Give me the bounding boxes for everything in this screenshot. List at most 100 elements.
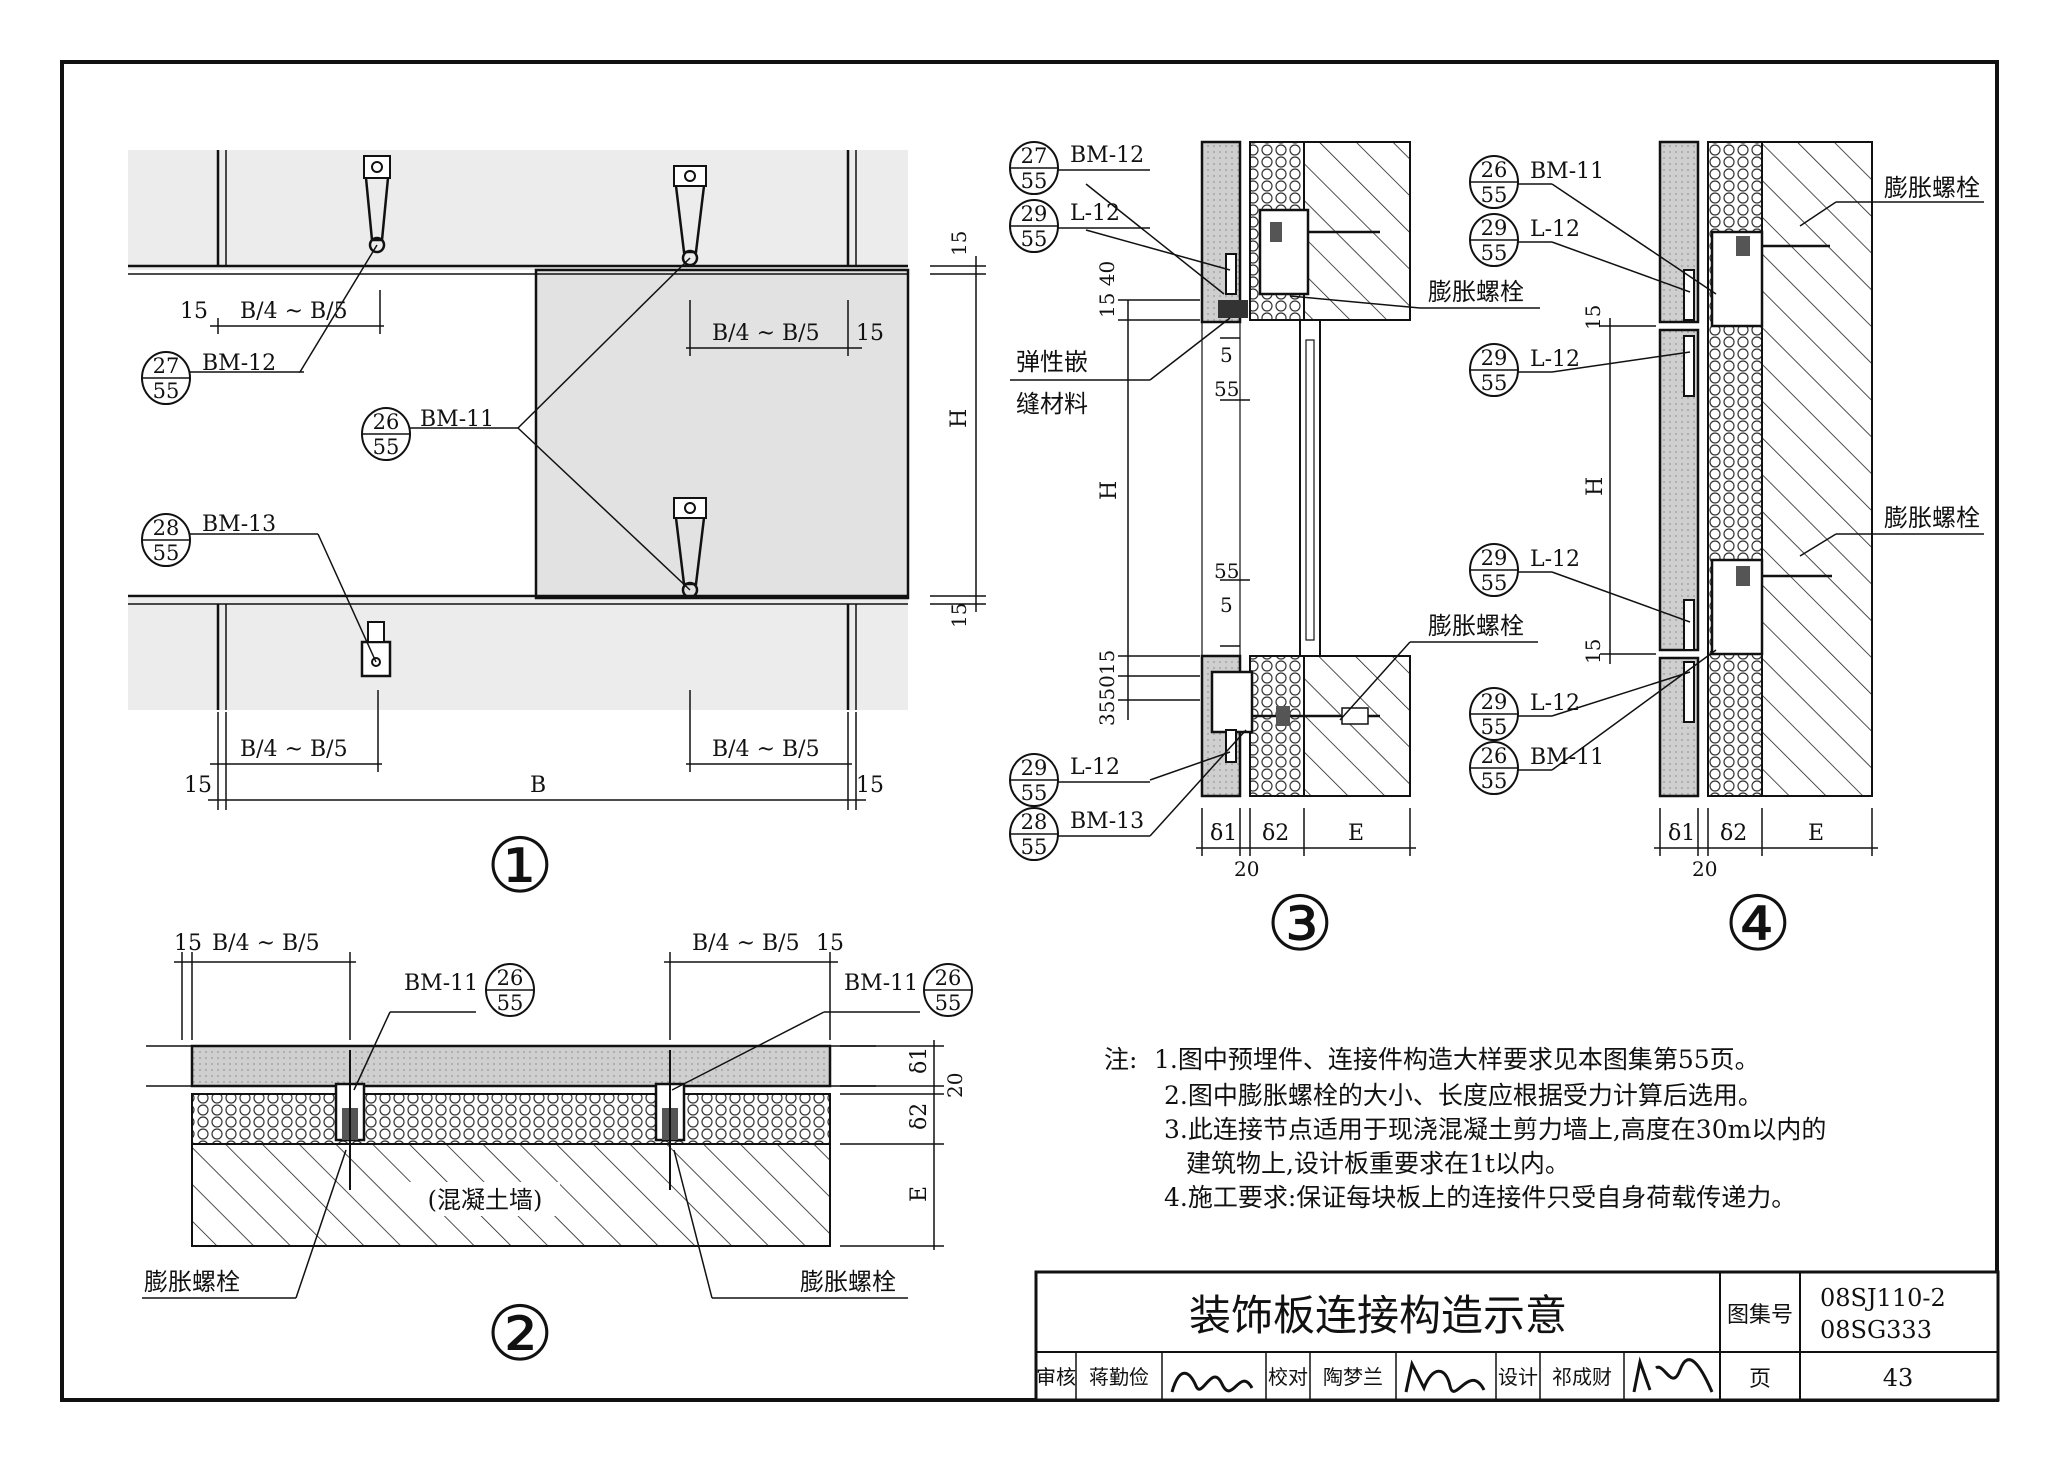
notes-heading: 注: [1104,1045,1137,1074]
notes: 注: 1.图中预埋件、连接件构造大样要求见本图集第55页。 2.图中膨胀螺栓的大… [1104,1045,1826,1212]
d3-bolt-label-bottom: 膨胀螺栓 [1428,612,1524,640]
check-label: 校对 [1268,1365,1308,1389]
d4-bolt-label-bottom: 膨胀螺栓 [1884,504,1980,532]
d2-dim-20: 20 [943,1073,967,1098]
detail-3: 27 55 BM-12 29 55 L-12 29 55 L-12 28 55 … [1009,140,1540,968]
d4-bolt-label-top: 膨胀螺栓 [1884,174,1980,202]
d3-dim-5-a: 5 [1220,343,1233,367]
d4-ref-l12-c: 29 55 L-12 [1469,543,1580,597]
label-bm12: BM-12 [202,351,276,376]
ref-bottom: 55 [1021,835,1048,859]
ref-bottom: 55 [1481,769,1508,793]
checker-name: 陶梦兰 [1323,1365,1383,1389]
d2-connector-right [654,1050,686,1190]
d3-dim-h: H [1097,481,1122,500]
label-bm11: BM-11 [420,407,494,432]
d3-seal-label-2: 缝材料 [1016,390,1088,418]
d2-dim-15-b: 15 [816,931,844,956]
d3-dim-55-a: 55 [1214,377,1239,401]
d2-wall-label: (混凝土墙) [428,1186,543,1214]
ref-top: 26 [1481,744,1508,768]
ref-bottom: 55 [1021,781,1048,805]
d1-dim-15-f: 15 [947,603,971,628]
d1-hanger-bm11-bottom [673,497,707,599]
d2-connector-left [334,1050,366,1190]
d3-dim-5-b: 5 [1220,593,1233,617]
d2-ref-bm11-left: 26 55 BM-11 [404,963,535,1017]
ref-bottom: 55 [497,991,524,1015]
ref-top: 26 [935,966,962,990]
d1-dim-b: B [530,773,546,798]
d3-dim-d2: δ2 [1262,821,1289,846]
d2-dim-d2: δ2 [907,1103,932,1130]
d4-dim-15-a: 15 [1581,305,1605,330]
ref-bottom: 55 [935,991,962,1015]
d3-bracket-bottom [1210,670,1254,734]
d1-ref-bm13: 28 55 BM-13 [141,512,276,567]
ref-top: 29 [1481,546,1508,570]
d3-bracket-top [1258,208,1310,296]
d1-hanger-bm11-top [673,165,707,267]
d2-dim-b4-b: B/4 ~ B/5 [692,931,800,956]
page-label: 页 [1749,1367,1771,1392]
d2-dim-b4-a: B/4 ~ B/5 [212,931,320,956]
note-3-cont: 建筑物上,设计板重要求在1t以内。 [1186,1149,1570,1178]
d3-dim-bottom: 355015 [1095,650,1119,726]
d3-dim-e: E [1348,821,1364,846]
note-4: 4.施工要求:保证每块板上的连接件只受自身荷载传递力。 [1164,1183,1796,1212]
reviewer-signature [1170,1371,1254,1393]
ref-bottom: 55 [1481,715,1508,739]
d4-dim-d1: δ1 [1668,821,1695,846]
d1-dim-b4-d: B/4 ~ B/5 [712,737,820,762]
ref-bottom: 55 [1481,371,1508,395]
atlas-number-2: 08SG333 [1820,1316,1932,1344]
ref-top: 28 [153,516,180,540]
d3-dim-d1: δ1 [1210,821,1237,846]
ref-top: 27 [1021,144,1048,168]
label-bm11: BM-11 [1530,159,1604,184]
label-l12: L-12 [1070,755,1120,780]
d1-center-panel [534,268,910,600]
d2-dim-15-a: 15 [174,931,202,956]
ref-bottom: 55 [153,541,180,565]
label-bm11: BM-11 [1530,745,1604,770]
d4-dim-20: 20 [1692,857,1717,881]
d3-bolt-label-top: 膨胀螺栓 [1428,278,1524,306]
label-bm13: BM-13 [1070,809,1144,834]
design-label: 设计 [1498,1365,1538,1389]
d4-ref-l12-a: 29 55 L-12 [1469,213,1580,267]
page-number: 43 [1883,1364,1914,1392]
ref-bottom: 55 [1021,227,1048,251]
d3-dim-1540: 15 40 [1095,261,1119,318]
d1-dim-15-d: 15 [856,773,884,798]
d2-number: ② [486,1289,554,1378]
ref-top: 29 [1481,216,1508,240]
drawing-title: 装饰板连接构造示意 [1189,1291,1567,1340]
note-3: 3.此连接节点适用于现浇混凝土剪力墙上,高度在30m以内的 [1164,1115,1826,1144]
d2-dim-d1: δ1 [907,1047,932,1074]
ref-top: 27 [153,354,180,378]
label-l12: L-12 [1530,691,1580,716]
sheet-border [60,60,1999,1402]
label-l12: L-12 [1070,201,1120,226]
d4-dim-d2: δ2 [1720,821,1747,846]
ref-top: 28 [1021,810,1048,834]
d2-bolt-label-left: 膨胀螺栓 [144,1268,240,1296]
ref-bottom: 55 [153,379,180,403]
d1-dim-15-b: 15 [856,321,884,346]
ref-top: 26 [373,410,400,434]
d1-ref-bm11: 26 55 BM-11 [361,407,494,461]
d1-ref-bm12: 27 55 BM-12 [141,351,276,405]
checker-signature [1404,1359,1486,1393]
d4-dim-15-b: 15 [1581,639,1605,664]
d1-dim-15-c: 15 [184,773,212,798]
ref-bottom: 55 [1481,183,1508,207]
label-bm11: BM-11 [404,971,478,996]
d2-bolt-label-right: 膨胀螺栓 [800,1268,896,1296]
d1-dim-h: H [947,409,972,428]
ref-bottom: 55 [373,435,400,459]
label-l12: L-12 [1530,217,1580,242]
ref-top: 29 [1481,690,1508,714]
label-l12: L-12 [1530,347,1580,372]
